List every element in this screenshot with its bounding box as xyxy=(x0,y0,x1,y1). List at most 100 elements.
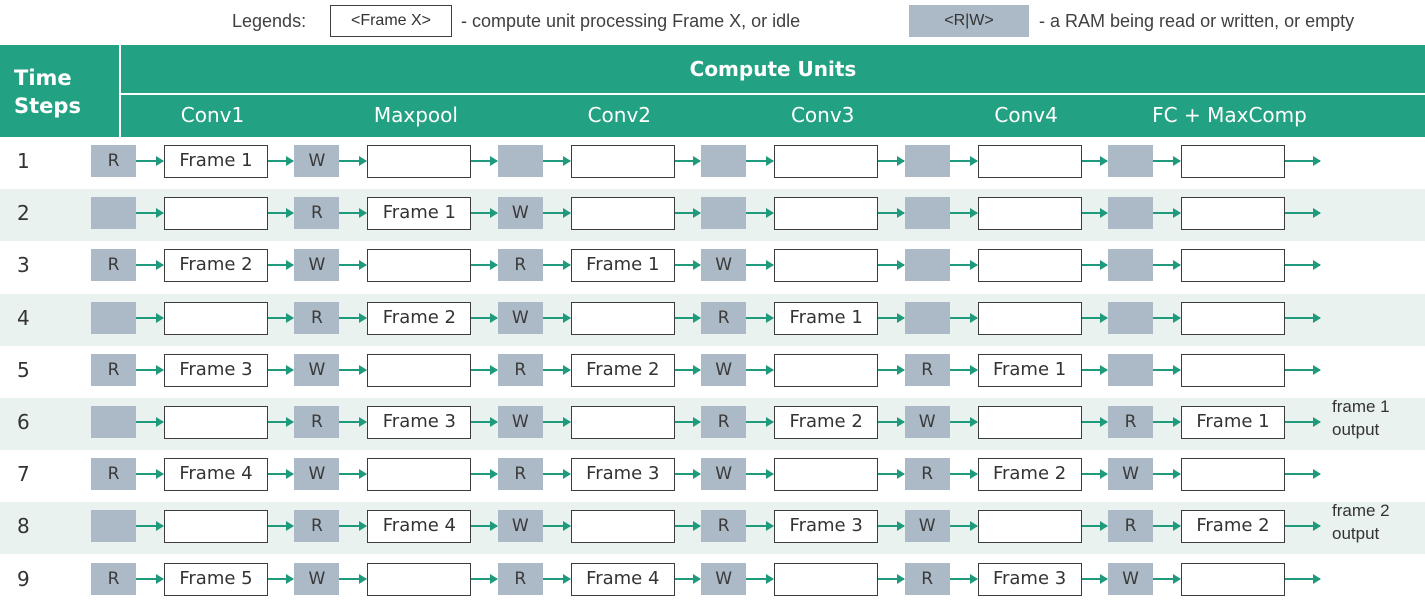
compute-unit-box: Frame 5 xyxy=(164,562,268,596)
arrow-right-icon xyxy=(1285,469,1321,480)
ram-buffer: R xyxy=(701,510,747,543)
compute-unit-box xyxy=(774,353,879,387)
legend-frame-description: - compute unit processing Frame X, or id… xyxy=(461,11,801,31)
arrow-right-icon xyxy=(1285,521,1321,532)
arrow-right-icon xyxy=(878,364,905,375)
time-step-number: 9 xyxy=(17,566,30,591)
arrow-right-icon xyxy=(1153,417,1181,427)
ram-buffer xyxy=(1108,249,1153,282)
arrow-right-icon xyxy=(339,469,368,480)
ram-buffer: W xyxy=(701,249,747,282)
compute-unit-box xyxy=(570,406,675,439)
ram-buffer: W xyxy=(1108,458,1153,491)
ram-buffer: R xyxy=(1108,510,1153,543)
arrow-right-icon xyxy=(1081,364,1109,375)
arrow-right-icon xyxy=(1153,260,1181,271)
arrow-right-icon xyxy=(746,573,775,584)
compute-units-header: Compute Units xyxy=(689,57,857,81)
arrow-right-icon xyxy=(136,156,164,166)
arrow-right-icon xyxy=(1285,364,1321,375)
header-divider-vertical xyxy=(119,45,121,137)
arrow-right-icon xyxy=(471,208,499,219)
arrow-right-icon xyxy=(471,573,499,584)
compute-unit-box xyxy=(367,458,472,492)
ram-buffer: R xyxy=(91,145,136,177)
ram-buffer: W xyxy=(701,562,747,595)
unit-header-conv1: Conv1 xyxy=(180,103,245,127)
ram-buffer: W xyxy=(497,510,543,543)
ram-buffer: W xyxy=(497,301,543,334)
arrow-right-icon xyxy=(339,208,368,219)
ram-buffer: R xyxy=(294,406,340,438)
ram-buffer: W xyxy=(1108,562,1153,595)
ram-buffer: R xyxy=(294,510,340,543)
arrow-right-icon xyxy=(878,208,905,219)
ram-buffer: W xyxy=(497,197,543,230)
time-step-number: 4 xyxy=(17,305,30,330)
ram-buffer xyxy=(91,510,136,543)
arrow-right-icon xyxy=(542,260,571,271)
arrow-right-icon xyxy=(471,156,499,166)
arrow-right-icon xyxy=(1153,521,1181,532)
arrow-right-icon xyxy=(542,417,571,427)
arrow-right-icon xyxy=(136,573,164,584)
ram-buffer: W xyxy=(294,458,340,491)
arrow-right-icon xyxy=(471,260,499,271)
arrow-right-icon xyxy=(542,521,571,532)
compute-unit-box xyxy=(977,197,1082,231)
unit-header-conv3: Conv3 xyxy=(790,103,855,127)
arrow-right-icon xyxy=(1285,208,1321,219)
compute-unit-box xyxy=(774,249,879,283)
arrow-right-icon xyxy=(674,521,702,532)
arrow-right-icon xyxy=(949,573,978,584)
arrow-right-icon xyxy=(878,469,905,480)
ram-buffer xyxy=(904,301,950,334)
arrow-right-icon xyxy=(1081,521,1109,532)
compute-unit-box xyxy=(774,145,879,178)
arrow-right-icon xyxy=(1081,260,1109,271)
arrow-right-icon xyxy=(674,156,702,166)
unit-header-conv2: Conv2 xyxy=(587,103,652,127)
legend-frame-box: <Frame X> xyxy=(330,5,452,37)
arrow-right-icon xyxy=(268,156,295,166)
arrow-right-icon xyxy=(339,364,368,375)
time-steps-header: Time Steps xyxy=(14,66,81,118)
unit-header-maxpool: Maxpool xyxy=(373,103,458,127)
arrow-right-icon xyxy=(1285,417,1321,427)
arrow-right-icon xyxy=(674,364,702,375)
ram-buffer: R xyxy=(497,353,543,386)
arrow-right-icon xyxy=(268,573,295,584)
arrow-right-icon xyxy=(339,417,368,427)
ram-buffer: R xyxy=(294,301,340,334)
time-step-number: 1 xyxy=(17,149,30,173)
ram-buffer: R xyxy=(701,301,747,334)
ram-buffer: W xyxy=(904,406,950,438)
ram-buffer: R xyxy=(701,406,747,438)
ram-buffer: R xyxy=(904,562,950,595)
compute-unit-box xyxy=(367,145,472,178)
arrow-right-icon xyxy=(1081,208,1109,219)
compute-unit-box xyxy=(774,562,879,596)
compute-unit-box: Frame 2 xyxy=(1181,510,1285,544)
ram-buffer: R xyxy=(904,458,950,491)
ram-buffer xyxy=(701,145,747,177)
compute-unit-box: Frame 1 xyxy=(570,249,675,283)
compute-unit-box: Frame 2 xyxy=(164,249,268,283)
compute-unit-box: Frame 4 xyxy=(570,562,675,596)
arrow-right-icon xyxy=(1081,312,1109,323)
arrow-right-icon xyxy=(949,364,978,375)
ram-buffer xyxy=(497,145,543,177)
arrow-right-icon xyxy=(542,573,571,584)
compute-unit-box xyxy=(977,249,1082,283)
compute-unit-box: Frame 3 xyxy=(774,510,879,544)
ram-buffer: R xyxy=(91,249,136,282)
ram-buffer: R xyxy=(91,562,136,595)
arrow-right-icon xyxy=(339,521,368,532)
ram-buffer: R xyxy=(497,249,543,282)
compute-unit-box xyxy=(1181,145,1285,178)
arrow-right-icon xyxy=(949,521,978,532)
ram-buffer: R xyxy=(91,458,136,491)
